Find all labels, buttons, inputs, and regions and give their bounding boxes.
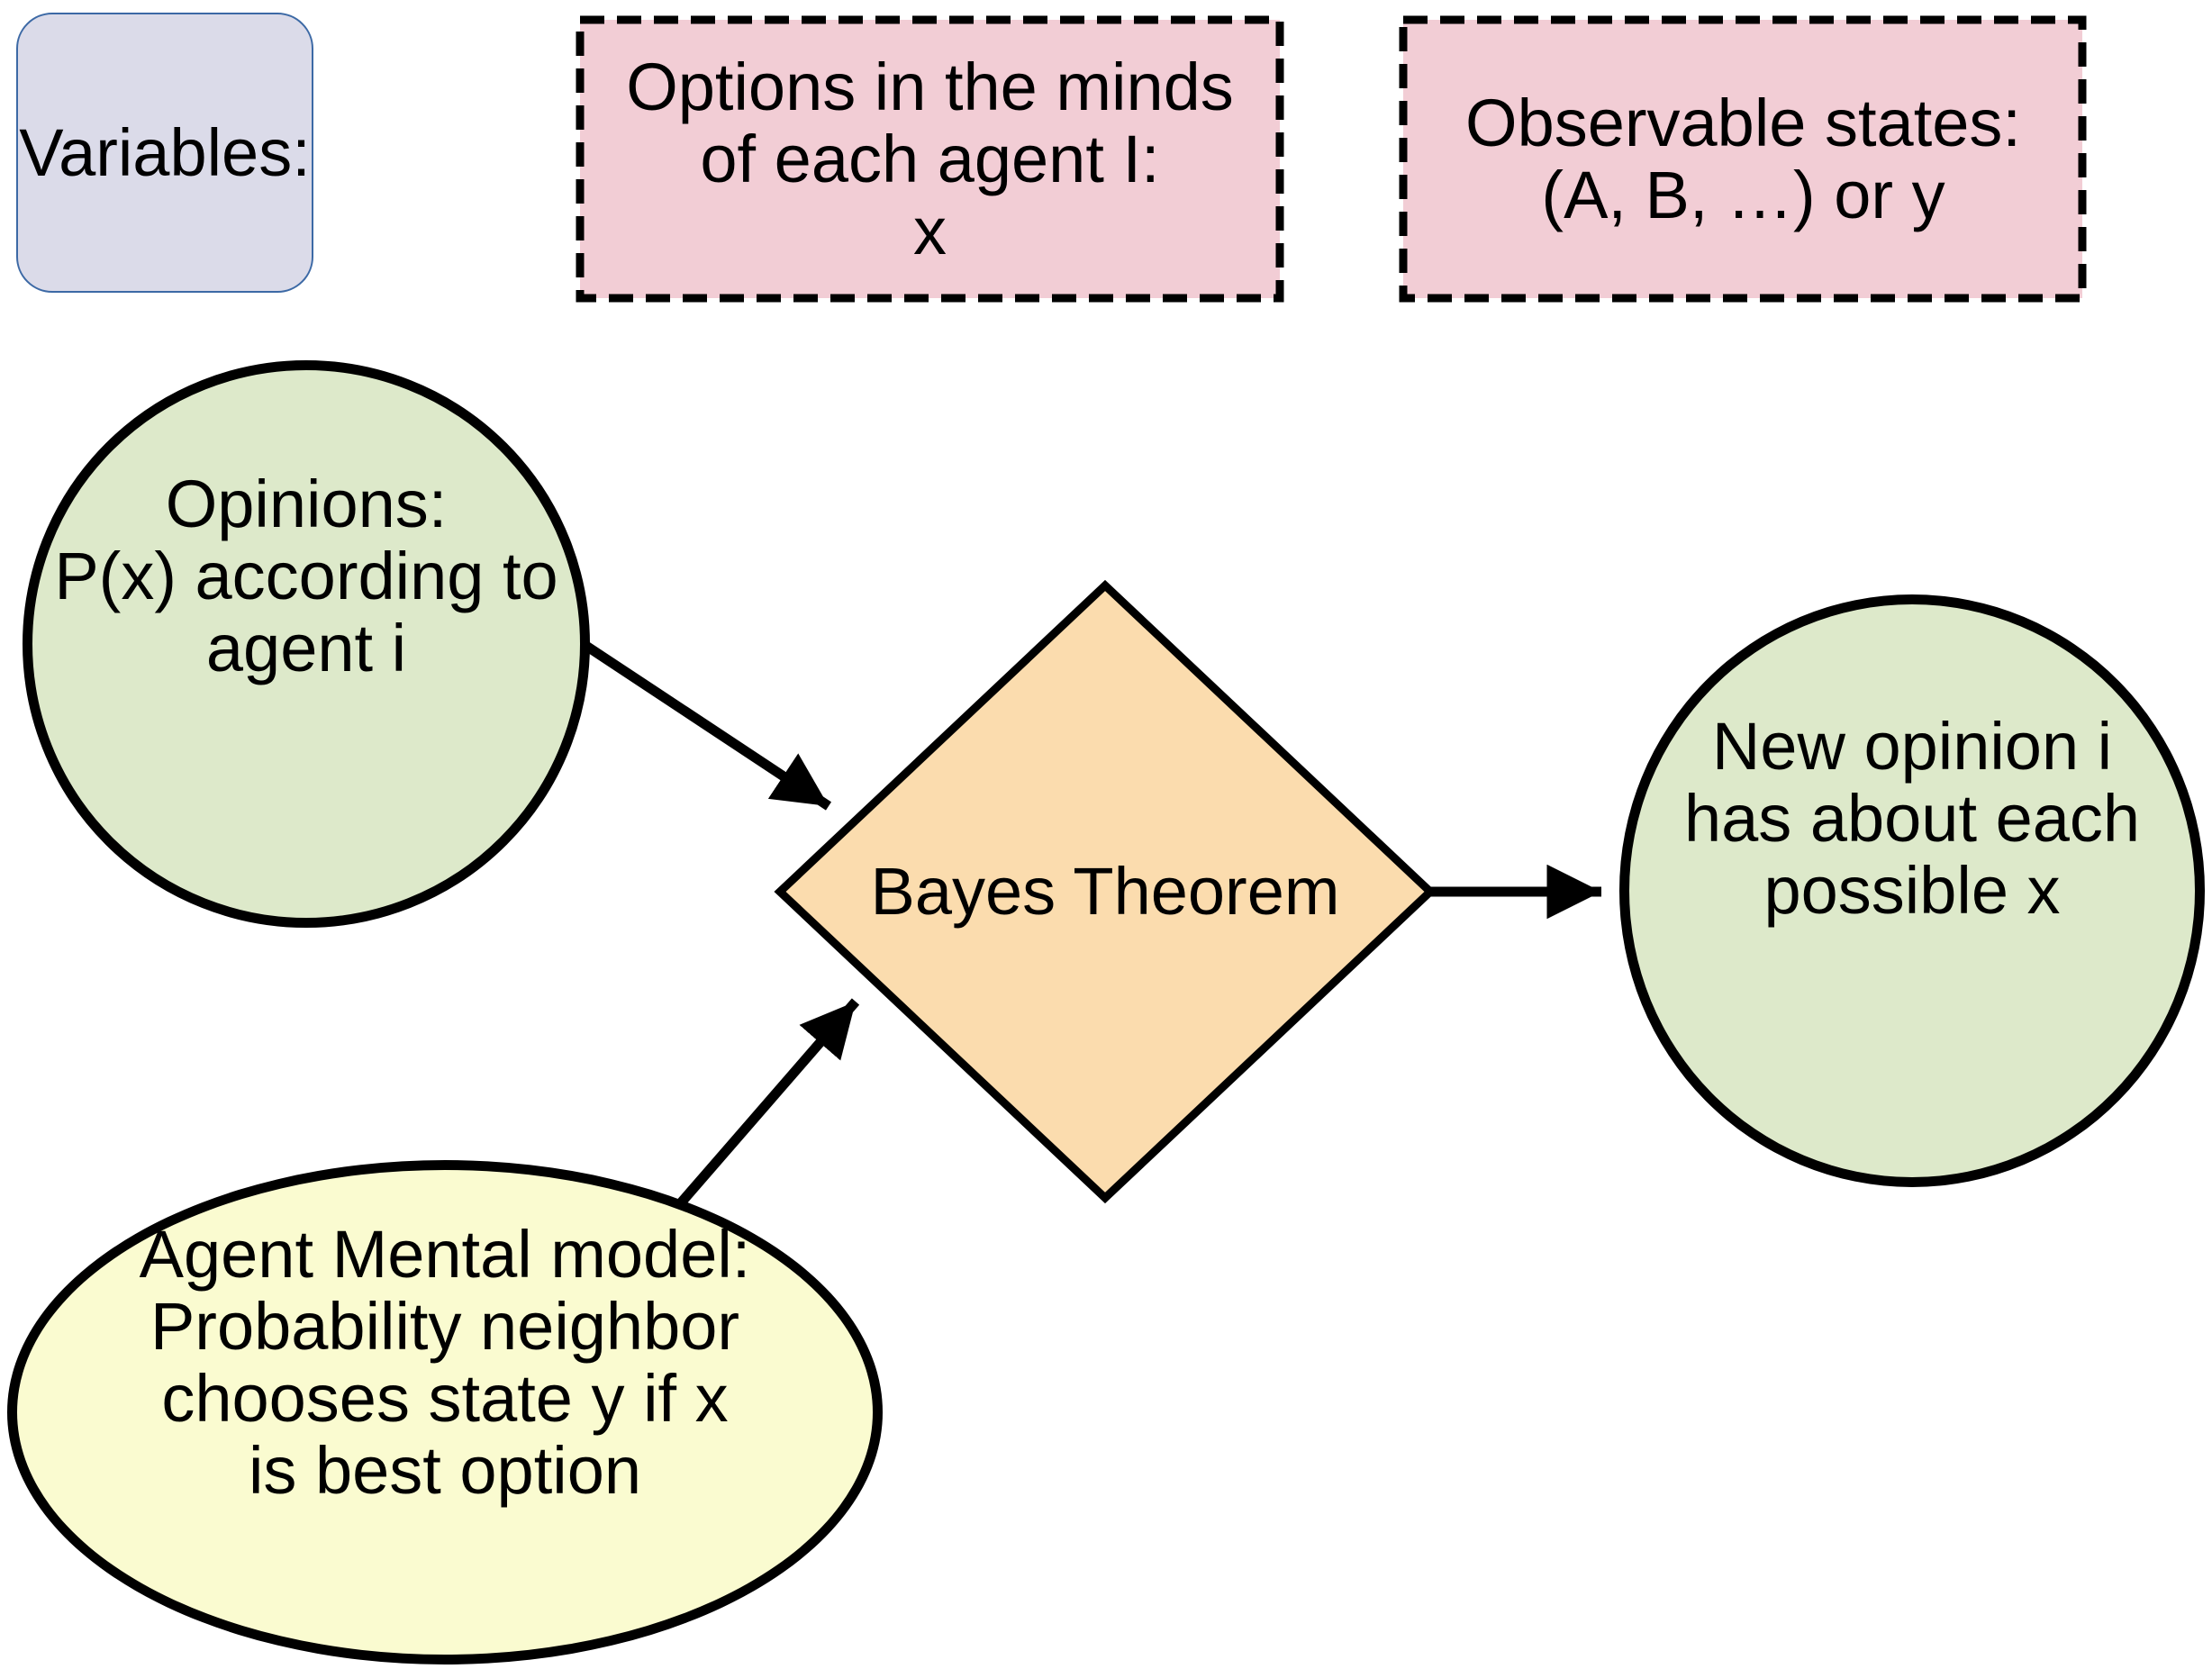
- new-opinion-circle-line: has about each: [1683, 781, 2141, 856]
- mental-model-ellipse-line: Probability neighbor: [150, 1289, 740, 1364]
- observable-box-label-block: Observable states: (A, B, …) or y: [1400, 16, 2087, 302]
- options-box-line: Options in the minds: [626, 49, 1234, 124]
- new-opinion-circle-label-block: New opinion i has about each possible x: [1619, 594, 2205, 1187]
- observable-box-line: (A, B, …) or y: [1541, 157, 1945, 232]
- bayes-diamond-label-block: Bayes Theorem: [780, 585, 1430, 1198]
- options-box-line: of each agent I:: [700, 121, 1160, 196]
- options-box-shape: [576, 15, 1284, 303]
- mental-model-ellipse-line: is best option: [248, 1433, 642, 1508]
- opinions-circle-line: agent i: [205, 611, 407, 685]
- observable-box-line: Observable states:: [1465, 85, 2021, 160]
- opinions-circle-label-block: Opinions: P(x) according to agent i: [23, 360, 590, 928]
- opinions-circle-line: Opinions:: [165, 467, 448, 541]
- mental-model-ellipse-line: Agent Mental model:: [139, 1217, 751, 1292]
- observable-box-shape: [1399, 15, 2087, 303]
- bayes-diamond-shape: [774, 579, 1437, 1204]
- new-opinion-circle-line: possible x: [1763, 853, 2061, 928]
- variables-label: Variables:: [19, 114, 311, 190]
- new-opinion-circle: [1619, 594, 2205, 1187]
- options-box-line: x: [913, 193, 947, 268]
- mental-model-ellipse: [7, 1160, 883, 1664]
- options-box-label-block: Options in the minds of each agent I: x: [576, 16, 1283, 302]
- edge-opinions-to-bayes: [546, 617, 832, 811]
- mental-model-ellipse-line: chooses state y if x: [161, 1361, 729, 1436]
- variables-box: [16, 13, 313, 293]
- new-opinion-circle-line: New opinion i: [1711, 709, 2113, 784]
- bayes-diamond-label: Bayes Theorem: [870, 854, 1340, 929]
- mental-model-ellipse-label-block: Agent Mental model: Probability neighbor…: [7, 1160, 883, 1664]
- opinions-circle: [23, 360, 590, 928]
- variables-box-label-block: Variables:: [16, 13, 313, 293]
- opinions-circle-line: P(x) according to: [54, 539, 558, 613]
